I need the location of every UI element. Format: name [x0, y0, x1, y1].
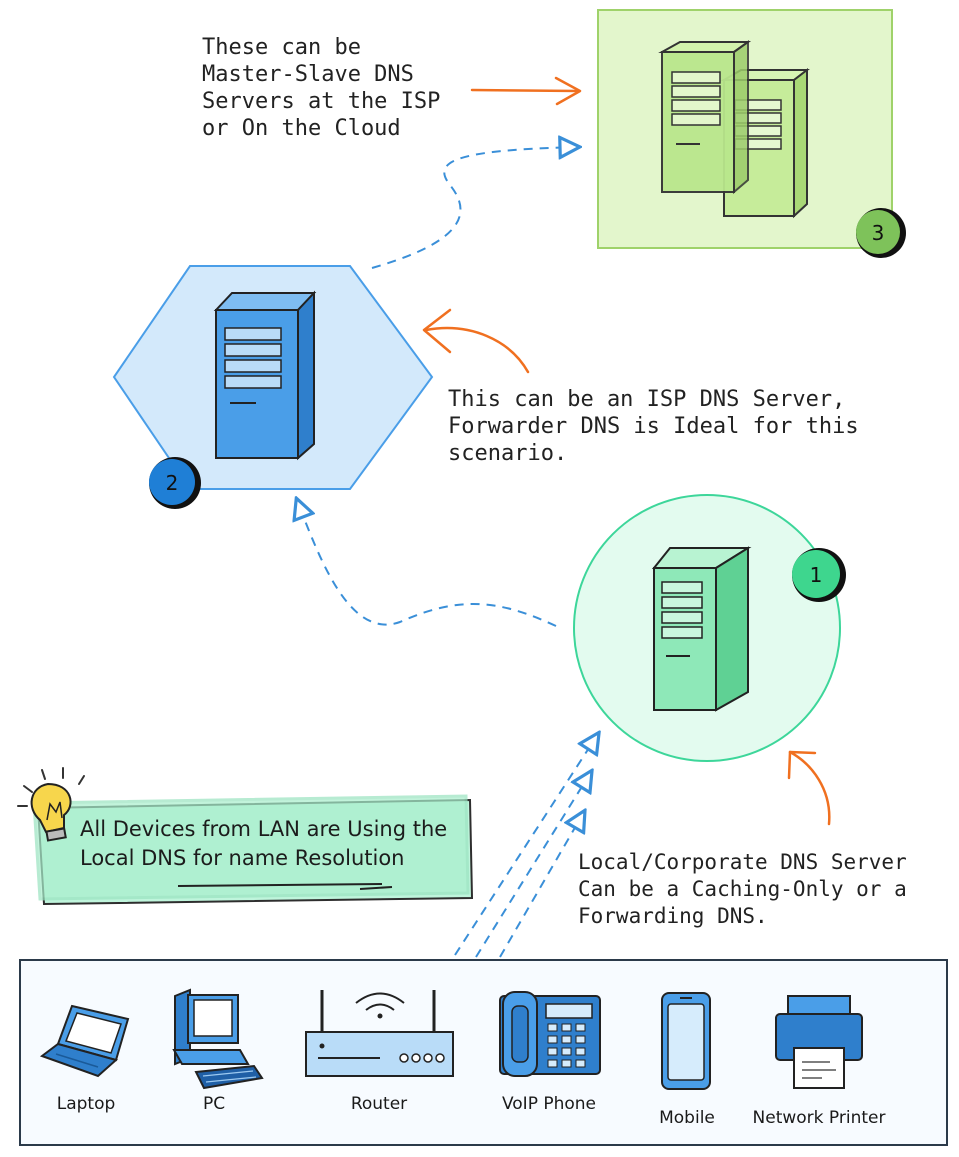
badge-2-label: 2 [166, 471, 179, 495]
link-lan-to-local-c [499, 812, 584, 958]
local-dns-note: Local/Corporate DNS Server Can be a Cach… [578, 850, 907, 928]
link-lan-to-local-b [475, 772, 591, 958]
arrow-to-cloud [470, 76, 582, 106]
connection-links [297, 147, 598, 958]
device-label-voip-phone: VoIP Phone [501, 1094, 597, 1114]
link-isp-to-cloud [371, 147, 578, 269]
badge-1: 1 [792, 548, 846, 602]
isp-dns-note: This can be an ISP DNS Server, Forwarder… [448, 387, 859, 466]
voip-phone-icon [499, 991, 601, 1077]
device-label-router: Router [350, 1094, 408, 1114]
annotation-arrows [422, 76, 831, 826]
arrow-to-local [787, 750, 831, 826]
cloud-servers-node: 3 [597, 9, 906, 258]
lan-callout [17, 767, 474, 906]
device-label-mobile: Mobile [659, 1108, 715, 1128]
device-label-network-printer: Network Printer [752, 1108, 886, 1128]
arrow-to-isp [422, 308, 530, 374]
printer-icon [775, 995, 863, 1089]
desktop-pc-icon [172, 988, 264, 1090]
callout-underline [177, 883, 393, 890]
badge-2: 2 [149, 457, 201, 509]
device-label-laptop: Laptop [56, 1094, 116, 1114]
mobile-icon [661, 992, 711, 1090]
isp-dns-server-node: 2 [112, 265, 434, 509]
badge-3-label: 3 [872, 221, 885, 245]
device-label-pc: PC [202, 1094, 226, 1114]
cloud-servers-note: These can be Master-Slave DNS Servers at… [202, 35, 441, 141]
lightbulb-icon [17, 767, 85, 842]
server-tower-icon [651, 546, 752, 712]
badge-3: 3 [856, 208, 906, 258]
local-dns-server-node: 1 [573, 494, 846, 762]
badge-1-label: 1 [810, 563, 823, 587]
server-tower-icon [213, 290, 317, 461]
laptop-icon [39, 1004, 130, 1078]
lan-devices-panel [19, 959, 948, 1146]
link-local-to-isp [297, 500, 557, 627]
link-lan-to-local-a [454, 734, 598, 956]
lan-callout-text: All Devices from LAN are Using the Local… [80, 817, 448, 870]
router-icon [305, 990, 454, 1077]
server-tower-icon [658, 40, 810, 219]
